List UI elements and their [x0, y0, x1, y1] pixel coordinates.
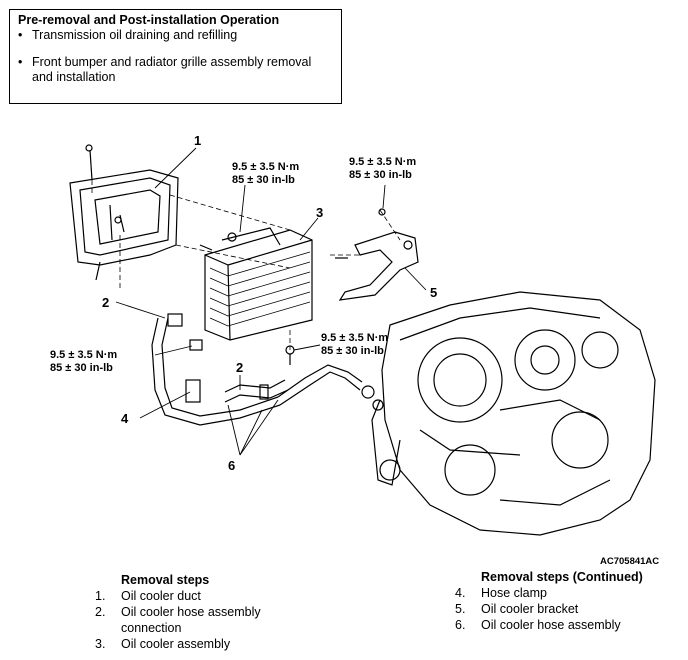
- list-item: 1. Oil cooler duct: [95, 588, 315, 604]
- pre-removal-item: Transmission oil draining and refilling: [18, 28, 333, 43]
- callout-2: 2: [102, 295, 110, 310]
- callout-4: 4: [121, 411, 129, 426]
- list-item: 2. Oil cooler hose assembly connection: [95, 604, 315, 636]
- oil-cooler-bracket: [335, 208, 419, 301]
- exploded-view-drawing: [69, 144, 656, 536]
- step-number: 1.: [95, 589, 106, 603]
- torque-value-inlb: 85 ± 30 in-lb: [349, 169, 412, 181]
- removal-steps: Removal steps 1. Oil cooler duct 2. Oil …: [95, 572, 315, 652]
- removal-steps-continued: Removal steps (Continued) 4. Hose clamp …: [455, 569, 680, 633]
- oil-cooler-assembly: [199, 227, 313, 341]
- torque-spec: 9.5 ± 3.5 N·m 85 ± 30 in-lb: [321, 332, 388, 358]
- callout-1: 1: [194, 133, 202, 148]
- step-text: Oil cooler duct: [121, 589, 201, 603]
- callout-5: 5: [430, 285, 438, 300]
- step-number: 5.: [455, 602, 466, 616]
- removal-steps-continued-heading: Removal steps (Continued): [481, 570, 643, 584]
- torque-value-nm: 9.5 ± 3.5 N·m: [321, 332, 389, 344]
- step-text: Oil cooler assembly: [121, 637, 231, 651]
- torque-value-nm: 9.5 ± 3.5 N·m: [232, 161, 300, 173]
- torque-value-inlb: 85 ± 30 in-lb: [321, 345, 384, 357]
- pre-removal-list: Transmission oil draining and refilling …: [18, 28, 333, 85]
- torque-value-inlb: 85 ± 30 in-lb: [50, 362, 113, 374]
- list-item: 4. Hose clamp: [455, 585, 680, 601]
- callout-3: 3: [316, 205, 324, 220]
- list-item: 6. Oil cooler hose assembly: [455, 617, 680, 633]
- oil-cooler-hose-assembly: [151, 313, 363, 426]
- pre-removal-title: Pre-removal and Post-installation Operat…: [18, 13, 280, 27]
- list-item: 5. Oil cooler bracket: [455, 601, 680, 617]
- pre-removal-box: Pre-removal and Post-installation Operat…: [9, 9, 342, 104]
- step-number: 3.: [95, 637, 106, 651]
- torque-spec: 9.5 ± 3.5 N·m 85 ± 30 in-lb: [50, 349, 117, 375]
- step-text: Hose clamp: [481, 586, 547, 600]
- torque-value-nm: 9.5 ± 3.5 N·m: [349, 156, 417, 168]
- oil-cooler-duct: [69, 144, 179, 281]
- step-number: 4.: [455, 586, 466, 600]
- figure-code: AC705841AC: [600, 556, 660, 567]
- step-number: 2.: [95, 605, 106, 619]
- step-text: Oil cooler bracket: [481, 602, 579, 616]
- transmission-assembly: [361, 291, 656, 536]
- callout-2: 2: [236, 360, 244, 375]
- torque-spec: 9.5 ± 3.5 N·m 85 ± 30 in-lb: [349, 156, 416, 182]
- list-item: 3. Oil cooler assembly: [95, 636, 315, 652]
- torque-spec: 9.5 ± 3.5 N·m 85 ± 30 in-lb: [232, 161, 299, 187]
- removal-steps-heading: Removal steps: [121, 573, 210, 587]
- step-number: 6.: [455, 618, 466, 632]
- callout-6: 6: [228, 458, 236, 473]
- step-text: Oil cooler hose assembly: [481, 618, 621, 632]
- torque-value-nm: 9.5 ± 3.5 N·m: [50, 349, 118, 361]
- step-text: Oil cooler hose assembly connection: [121, 605, 261, 635]
- torque-value-inlb: 85 ± 30 in-lb: [232, 174, 295, 186]
- pre-removal-item: Front bumper and radiator grille assembl…: [18, 55, 333, 85]
